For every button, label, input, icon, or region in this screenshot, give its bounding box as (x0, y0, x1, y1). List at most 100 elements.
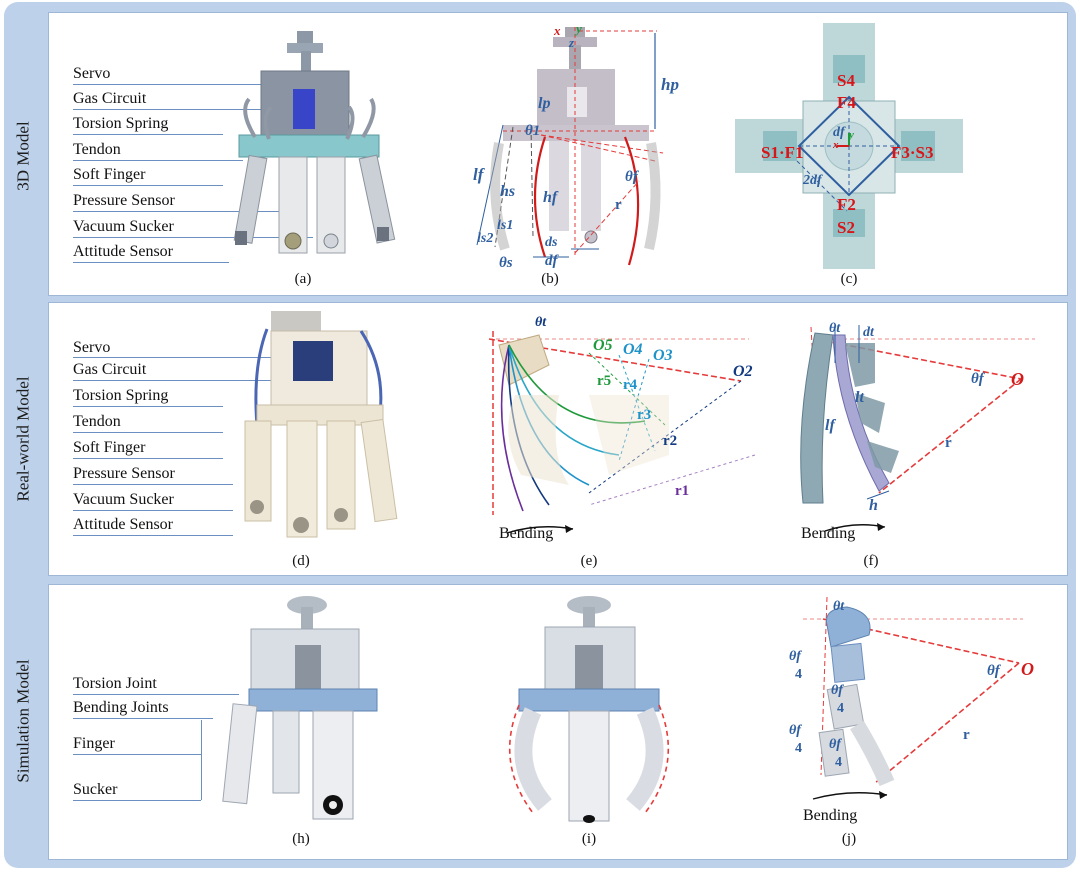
label-attitude-sensor-d: Attitude Sensor (73, 516, 173, 533)
row-label-simulation-model: Simulation Model (14, 659, 33, 783)
label-pressure-sensor-d: Pressure Sensor (73, 465, 175, 482)
symbol-O5: O5 (593, 337, 613, 354)
leader-line (73, 357, 313, 358)
symbol-thetat-e: θt (535, 315, 547, 330)
bending-label-j: Bending (803, 807, 858, 824)
leader-line (73, 754, 201, 755)
bending-label-f: Bending (801, 525, 856, 542)
symbol-h: h (869, 497, 878, 514)
symbol-r5: r5 (597, 373, 612, 389)
symbol-r3: r3 (637, 407, 652, 423)
axis-y-label: y (576, 21, 582, 36)
figure-frame: 3D Model Real-world Model Simulation Mod… (4, 2, 1076, 868)
label-S1-F1: S1·F1 (761, 143, 804, 162)
leader-line (201, 720, 202, 800)
label-F3-S3: F3·S3 (891, 143, 934, 162)
symbol-ls2: ls2 (477, 231, 494, 246)
caption-c: (c) (840, 271, 858, 287)
symbol-hs: hs (500, 183, 516, 200)
label-vacuum-sucker-a: Vacuum Sucker (73, 218, 174, 235)
symbol-r4: r4 (623, 377, 638, 393)
label-F2: F2 (837, 195, 856, 214)
symbol-ls1: ls1 (497, 218, 514, 233)
label-F4: F4 (837, 93, 856, 112)
label-servo-a: Servo (73, 65, 111, 82)
axis-z-label: z (569, 35, 575, 50)
bending-label-e: Bending (499, 525, 554, 542)
tendon-geometry-diagram (800, 325, 1035, 532)
leader-line (73, 84, 313, 85)
leader-line (73, 800, 201, 801)
symbol-thetat-j: θt (833, 599, 845, 614)
leader-line (73, 109, 301, 110)
symbol-lf: lf (473, 165, 484, 184)
row-label-real-world-model: Real-world Model (14, 376, 34, 502)
leader-line (73, 510, 233, 511)
label-torsion-spring-d: Torsion Spring (73, 387, 169, 404)
label-pressure-sensor-a: Pressure Sensor (73, 192, 175, 209)
axis-y-label-c: y (849, 129, 854, 141)
gripper-simulation-front-view (508, 596, 670, 823)
fraction-thetaf-4-denominator: 4 (795, 667, 802, 682)
fraction-thetaf-4-numerator: θf (789, 723, 801, 738)
label-sucker: Sucker (73, 781, 118, 798)
symbol-lt: lt (855, 389, 864, 406)
label-tendon-a: Tendon (73, 141, 121, 158)
symbol-lf-f: lf (825, 417, 835, 434)
gripper-3d-illustration (233, 31, 396, 254)
leader-line (73, 262, 229, 263)
symbol-df-b: df (545, 253, 558, 269)
caption-j: (j) (841, 831, 857, 847)
symbol-r1: r1 (675, 483, 690, 499)
leader-line (73, 432, 223, 433)
leader-line (73, 237, 313, 238)
label-gas-circuit-d: Gas Circuit (73, 361, 147, 378)
leader-line (73, 535, 233, 536)
label-soft-finger-a: Soft Finger (73, 166, 146, 183)
fraction-thetaf-4-numerator: θf (829, 737, 841, 752)
symbol-dt: dt (863, 325, 874, 340)
axis-x-label-c: x (833, 139, 839, 151)
caption-f: (f) (863, 553, 879, 569)
symbol-r-j: r (963, 727, 970, 743)
caption-e: (e) (580, 553, 598, 569)
panel-real-world-model: Servo Gas Circuit Torsion Spring Tendon … (48, 302, 1068, 576)
label-gas-circuit-a: Gas Circuit (73, 90, 147, 107)
label-servo-d: Servo (73, 339, 111, 356)
leader-line (73, 458, 223, 459)
leader-line (73, 380, 273, 381)
label-torsion-joint: Torsion Joint (73, 675, 157, 692)
symbol-O-j: O (1021, 659, 1034, 679)
label-S2: S2 (837, 218, 855, 237)
gripper-geometry-diagram (476, 27, 664, 266)
fraction-thetaf-4-numerator: θf (789, 649, 801, 664)
fraction-thetaf-4-denominator: 4 (837, 701, 844, 716)
leader-line (73, 406, 223, 407)
symbol-theta1: θ1 (525, 123, 541, 139)
fraction-thetaf-4-numerator: θf (831, 683, 843, 698)
row-label-3d-model: 3D Model (14, 121, 34, 191)
symbol-O-f: O (1011, 369, 1024, 389)
symbol-r-b: r (615, 197, 622, 213)
label-soft-finger-d: Soft Finger (73, 439, 146, 456)
panel-simulation-model: Torsion Joint Bending Joints Finger Suck… (48, 584, 1068, 860)
leader-line (73, 160, 243, 161)
label-finger: Finger (73, 735, 115, 752)
symbol-O2: O2 (733, 363, 753, 380)
symbol-2df: 2df (803, 173, 822, 188)
caption-h: (h) (292, 831, 310, 847)
joint-geometry-diagram (803, 596, 1023, 800)
leader-line (73, 484, 233, 485)
caption-i: (i) (581, 831, 597, 847)
fraction-thetaf-4-denominator: 4 (835, 755, 842, 770)
symbol-thetaf-f: θf (971, 371, 984, 387)
label-S4: S4 (837, 71, 855, 90)
symbol-hf: hf (543, 189, 558, 206)
fraction-thetaf-4-denominator: 4 (795, 741, 802, 756)
symbol-thetaf-b: θf (625, 169, 638, 185)
symbol-thetat-f: θt (829, 321, 841, 336)
label-tendon-d: Tendon (73, 413, 121, 430)
leader-line (73, 134, 223, 135)
label-vacuum-sucker-d: Vacuum Sucker (73, 491, 174, 508)
symbol-hp: hp (661, 75, 679, 94)
